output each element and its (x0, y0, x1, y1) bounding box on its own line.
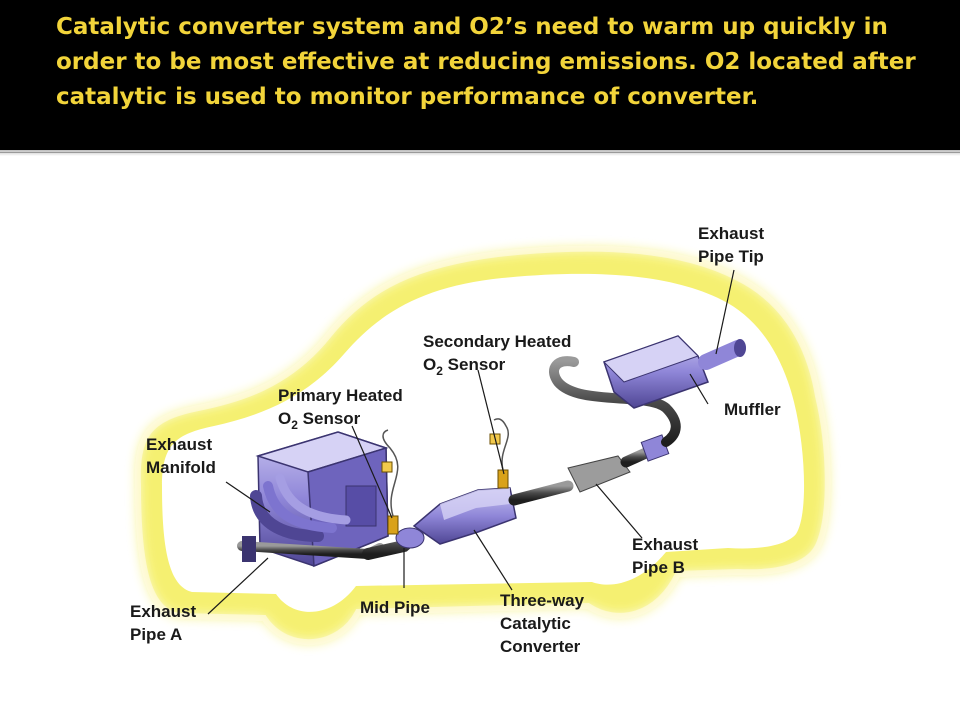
label-muffler: Muffler (724, 400, 781, 419)
label-exhaust-manifold: Exhaust (146, 435, 212, 454)
leader-lines (207, 269, 735, 615)
label-primary-sensor-2: O2 Sensor (278, 409, 361, 432)
label-exhaust-pipe-tip-2: Pipe Tip (698, 247, 764, 266)
label-exhaust-pipe-a: Exhaust (130, 602, 196, 621)
label-mid-pipe: Mid Pipe (360, 598, 430, 617)
label-primary-sensor: Primary Heated (278, 386, 403, 405)
exhaust-pipe-b (508, 356, 681, 506)
label-three-way: Three-way (500, 591, 585, 610)
label-exhaust-pipe-tip: Exhaust (698, 224, 764, 243)
label-exhaust-manifold-2: Manifold (146, 458, 216, 477)
label-exhaust-pipe-b-2: Pipe B (632, 558, 685, 577)
label-three-way-2: Catalytic (500, 614, 571, 633)
exhaust-system-diagram: Exhaust Pipe Tip Secondary Heated O2 Sen… (118, 186, 842, 672)
muffler (603, 335, 746, 409)
title-bar: Catalytic converter system and O2’s need… (0, 0, 960, 150)
title-divider-line (0, 152, 960, 153)
diagram-svg: Exhaust Pipe Tip Secondary Heated O2 Sen… (130, 224, 831, 656)
primary-o2-sensor (381, 429, 399, 535)
slide-title: Catalytic converter system and O2’s need… (56, 14, 916, 110)
label-secondary-sensor-2: O2 Sensor (423, 355, 506, 378)
label-exhaust-pipe-a-2: Pipe A (130, 625, 182, 644)
label-exhaust-pipe-b: Exhaust (632, 535, 698, 554)
label-three-way-3: Converter (500, 637, 581, 656)
label-secondary-sensor: Secondary Heated (423, 332, 571, 351)
mid-pipe (362, 527, 425, 560)
title-divider (0, 150, 960, 156)
engine-block (255, 431, 389, 568)
